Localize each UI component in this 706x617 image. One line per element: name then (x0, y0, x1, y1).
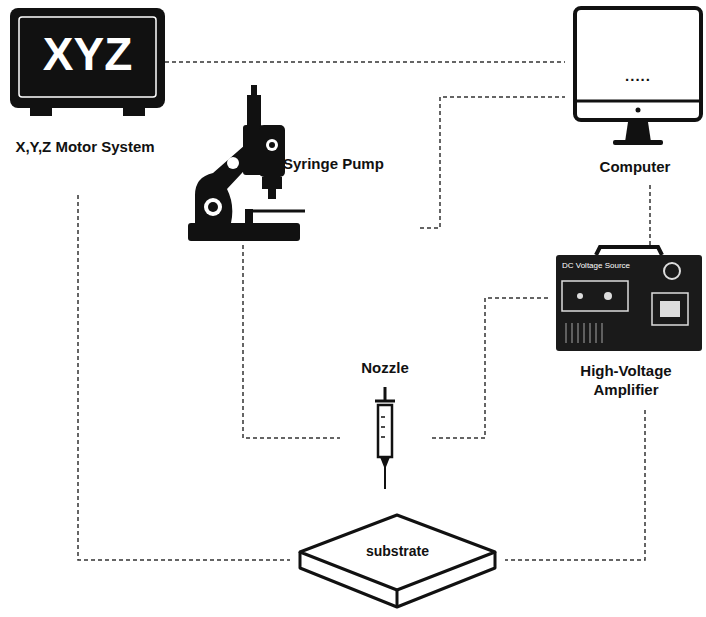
component-label: Syringe Pump (283, 155, 418, 174)
screen-text: ..... (605, 67, 671, 86)
dashed-connector (505, 410, 645, 560)
component-label: Computer (565, 158, 705, 177)
dashed-connector (78, 195, 290, 560)
component-label: substrate (335, 543, 460, 561)
nozzle: Nozzle (340, 355, 430, 490)
dashed-connector (430, 298, 548, 438)
syringe-pump: Syringe Pump (185, 85, 420, 245)
dashed-connector (420, 97, 565, 228)
component-label: X,Y,Z Motor System (5, 138, 165, 157)
substrate-plate-illustration (290, 510, 505, 615)
screen-text: DC Voltage Source (562, 261, 662, 271)
voltage-amplifier: DC Voltage SourceHigh-Voltage Amplifier (548, 245, 704, 410)
computer: ..... Computer (565, 5, 705, 185)
dashed-connector (649, 185, 651, 245)
component-label: High-Voltage Amplifier (548, 362, 704, 400)
substrate-plate: substrate (290, 510, 505, 615)
motor-system: XYZ X,Y,Z Motor System (5, 5, 165, 195)
screen-text: XYZ (19, 31, 156, 77)
dashed-connector (165, 61, 565, 63)
component-label: Nozzle (340, 359, 430, 378)
dashed-connector (243, 245, 340, 438)
